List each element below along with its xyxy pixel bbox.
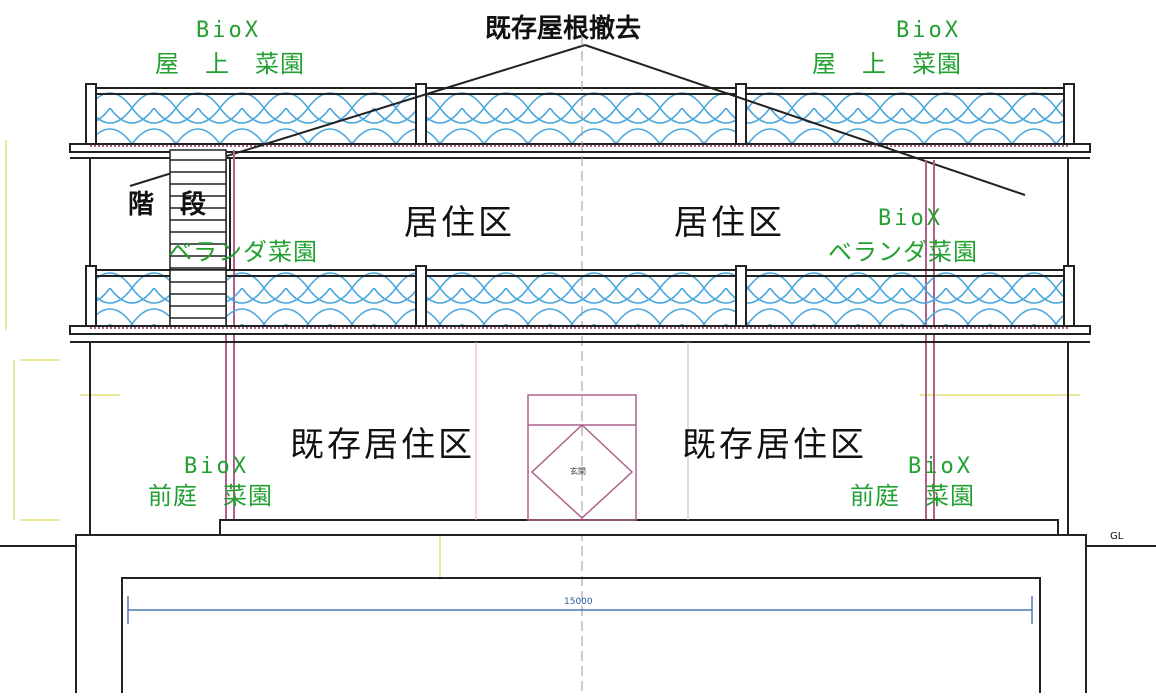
entrance-label: 玄関 xyxy=(570,467,586,476)
biox-label-veranda-right: BioX xyxy=(878,206,943,231)
residential-area-left: 居住区 xyxy=(404,203,515,243)
existing-residential-area-right: 既存居住区 xyxy=(682,425,867,465)
width-dimension-line xyxy=(127,596,1033,624)
faint-dimension-lines xyxy=(5,140,1080,580)
foundation xyxy=(75,534,1087,697)
front-yard-garden-label-left: 前庭 菜園 xyxy=(148,482,273,510)
veranda-garden-label-left: ベランダ菜園 xyxy=(168,238,318,266)
biox-label-rooftop-left: BioX xyxy=(196,18,261,43)
roof-slab xyxy=(69,143,1091,159)
biox-label-rooftop-right: BioX xyxy=(896,18,961,43)
floor-slab xyxy=(69,325,1091,343)
ground-level-label: GL xyxy=(1110,531,1124,542)
entrance-door xyxy=(527,394,637,521)
upper-floor-walls xyxy=(89,158,1069,270)
pink-guide-lines xyxy=(475,342,689,520)
rooftop-garden-label-left: 屋 上 菜園 xyxy=(155,50,305,78)
biox-label-front-right: BioX xyxy=(908,454,973,479)
roof-removal-label: 既存屋根撤去 xyxy=(485,14,642,44)
front-yard-garden-label-right: 前庭 菜園 xyxy=(850,482,975,510)
width-dimension-label: 15000 xyxy=(564,597,593,607)
existing-residential-area-left: 既存居住区 xyxy=(290,425,475,465)
rooftop-garden-railing xyxy=(85,83,1075,147)
rooftop-garden-label-right: 屋 上 菜園 xyxy=(812,50,962,78)
residential-area-right: 居住区 xyxy=(674,203,785,243)
veranda-garden-railing xyxy=(85,265,1075,329)
stairs-label: 階 段 xyxy=(128,190,207,220)
biox-label-front-left: BioX xyxy=(184,454,249,479)
veranda-garden-label-right: ベランダ菜園 xyxy=(828,238,978,266)
